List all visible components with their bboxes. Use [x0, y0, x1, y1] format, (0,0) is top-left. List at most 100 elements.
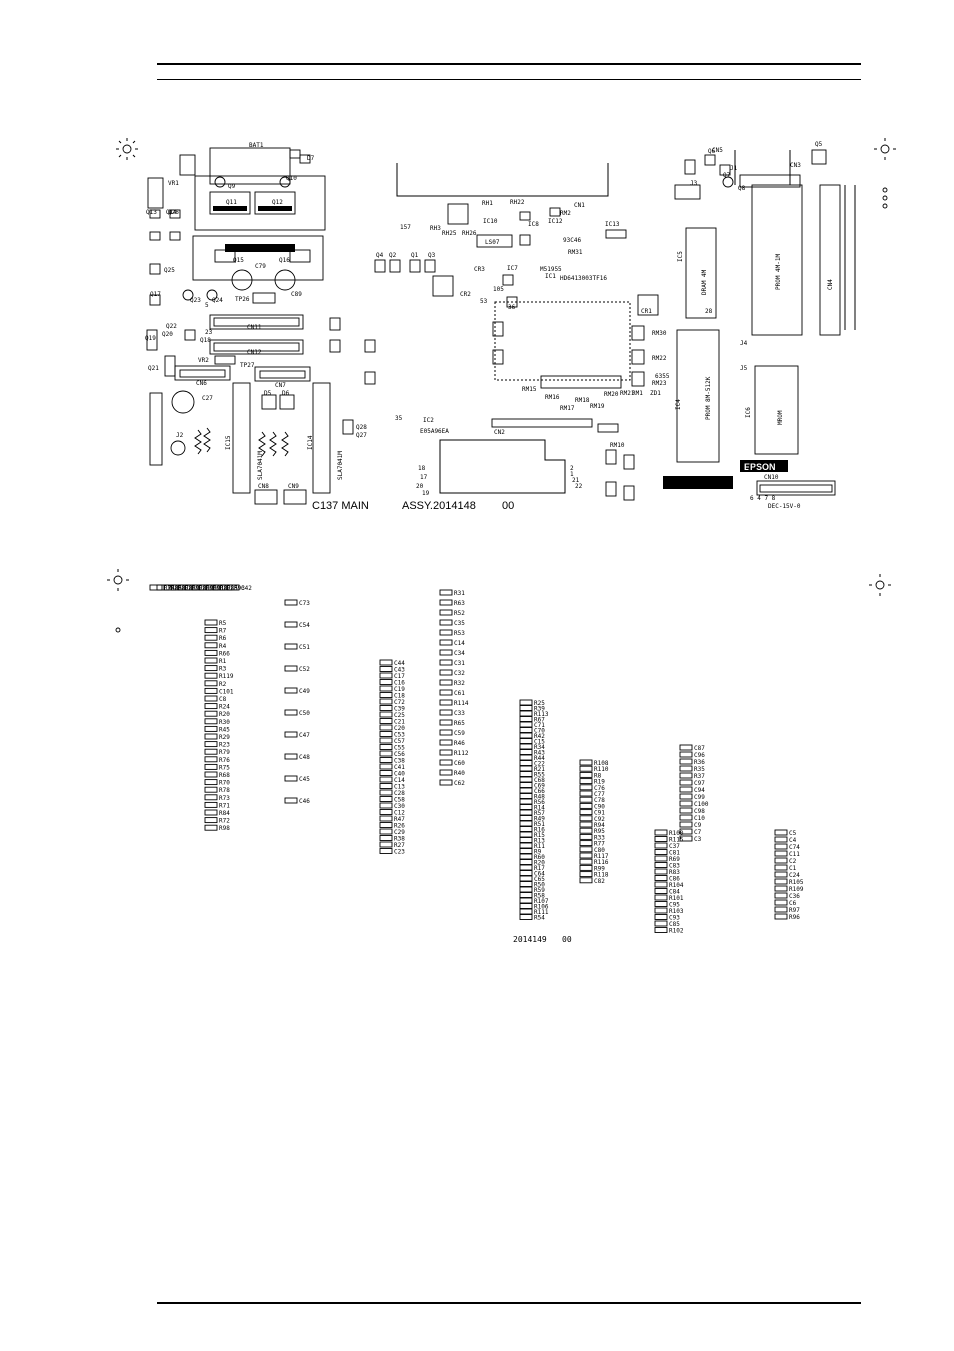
component-label: VR2: [198, 357, 209, 364]
component-label: R98: [219, 825, 230, 832]
component-pad: [379, 744, 393, 750]
component-label: R69: [669, 856, 680, 863]
component-label: C1: [789, 865, 797, 872]
component-label: CN8: [258, 483, 269, 490]
component-pad: [679, 800, 693, 807]
component-label: R24: [219, 704, 230, 711]
component-label: C9: [694, 822, 702, 829]
component-pad: [519, 837, 533, 843]
component-label: R54: [534, 915, 545, 922]
footer-rule: [157, 1302, 861, 1304]
component-label: Q27: [356, 432, 367, 439]
component-label: RM2: [560, 210, 571, 217]
component-pad: [284, 709, 298, 716]
component-label: C96: [694, 752, 705, 759]
component-pad: [284, 621, 298, 628]
component-label: R79: [219, 749, 230, 756]
component-label: Q7: [723, 172, 731, 179]
fiducial-icon: [874, 138, 896, 160]
component-pad: [379, 835, 393, 841]
component-label: R8: [594, 772, 602, 779]
component-label: RM18: [575, 397, 590, 404]
component-label: C71: [534, 722, 545, 729]
component-pad: [774, 899, 788, 906]
component-pad: [379, 757, 393, 763]
component-label: Q25: [164, 267, 175, 274]
component-pad: [226, 584, 240, 591]
component-pad: [519, 875, 533, 882]
component-pad: [519, 716, 533, 722]
component-pad: [519, 881, 533, 887]
component-label: C57: [394, 738, 405, 745]
component-label: C18: [394, 693, 405, 700]
component-label: 23: [205, 329, 213, 336]
component-label: C86: [669, 876, 680, 883]
component-label: C16: [394, 680, 405, 687]
component-label: R45: [219, 726, 230, 733]
component-label: C59: [454, 730, 465, 737]
component-label: C70: [534, 728, 545, 735]
component-label: CN3: [790, 162, 801, 169]
component-pad: [284, 687, 298, 694]
component-label: SLA7041M: [257, 451, 264, 480]
component-pad: [579, 778, 593, 785]
component-label: RH22: [510, 199, 525, 206]
component-label: C100: [694, 801, 709, 808]
component-label: R43: [534, 750, 545, 757]
component-label: 3 1 2: [740, 465, 758, 472]
component-pad: [519, 705, 533, 711]
component-label: R35: [694, 766, 705, 773]
component-label: C35: [454, 620, 465, 627]
component-label: C12: [394, 810, 405, 817]
component-label: IC14: [307, 435, 314, 450]
component-pad: [654, 901, 668, 907]
component-pad: [379, 737, 393, 744]
component-label: IC6: [745, 407, 752, 418]
component-pad: [379, 698, 393, 705]
component-label: C58: [394, 797, 405, 804]
component-pad: [204, 817, 218, 824]
component-label: R48: [534, 794, 545, 801]
component-label: Q4: [376, 252, 384, 259]
component-label: R58: [534, 893, 545, 900]
component-pad: [439, 669, 453, 676]
component-pad: [519, 749, 533, 755]
component-label: C93: [669, 915, 680, 922]
component-label: C15: [534, 739, 545, 746]
component-pad: [774, 906, 788, 913]
component-pad: [204, 642, 218, 649]
component-label: C76: [594, 785, 605, 792]
component-label: R112: [454, 750, 469, 757]
component-pad: [654, 868, 668, 875]
component-pad: [204, 619, 218, 626]
component-label: E05A96EA: [420, 428, 449, 435]
component-label: R36: [694, 759, 705, 766]
component-label: R15: [534, 832, 545, 839]
component-label: R34: [534, 744, 545, 751]
component-label: R38: [394, 836, 405, 843]
component-label: IC5: [677, 251, 684, 262]
component-pad: [519, 804, 533, 810]
component-pad: [204, 741, 218, 748]
component-label: R47: [394, 816, 405, 823]
component-pad: [439, 699, 453, 706]
component-pad: [163, 584, 177, 591]
component-label: TP26: [235, 296, 250, 303]
component-label: R26: [394, 823, 405, 830]
component-pad: [579, 871, 593, 878]
component-label: R13: [534, 838, 545, 845]
component-label: C30: [394, 803, 405, 810]
component-pad: [519, 892, 533, 898]
component-pad: [379, 802, 393, 809]
fiducial-icon: [107, 569, 129, 591]
component-pad: [379, 789, 393, 796]
component-pad: [439, 639, 453, 646]
component-pad: [177, 584, 191, 591]
component-pad: [170, 584, 184, 591]
component-label: 19: [422, 490, 430, 497]
component-label: R82: [220, 585, 231, 592]
component-pad: [519, 787, 533, 794]
component-label: CN9: [288, 483, 299, 490]
component-pad: [579, 765, 593, 772]
component-label: R59: [534, 887, 545, 894]
